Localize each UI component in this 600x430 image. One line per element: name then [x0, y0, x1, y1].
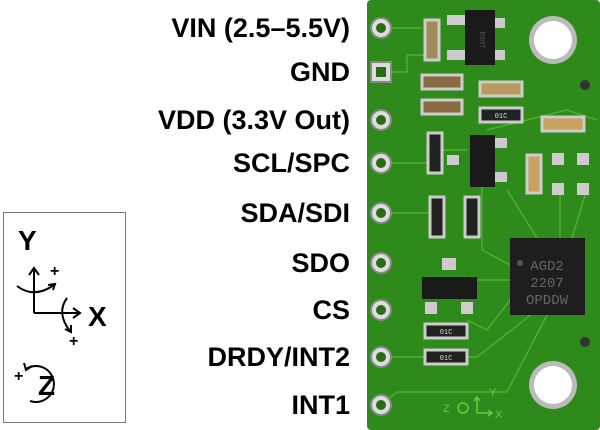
mounting-holes [529, 16, 590, 409]
x-plus-sign: + [69, 333, 79, 350]
regulator-chip: RX0T [447, 10, 505, 65]
header-pins [370, 17, 392, 416]
silk-y-label: Y [489, 387, 497, 399]
silk-x-label: X [495, 409, 503, 421]
chip-marking-line-3: OPDDW [526, 293, 569, 309]
x-axis-label: X [88, 301, 107, 332]
resistor-marking: 01C [440, 329, 453, 337]
pin-label-cs: CS [312, 295, 350, 325]
pin-label-scl: SCL/SPC [232, 148, 350, 178]
regulator-marking: RX0T [477, 32, 485, 49]
transistors [422, 135, 589, 314]
pin-label-vin: VIN (2.5–5.5V) [171, 13, 350, 43]
gyro-chip: AGD2 2207 OPDDW [510, 238, 585, 315]
pin-label-sda: SDA/SDI [240, 198, 350, 228]
silkscreen-axes: Z Y X [443, 387, 503, 421]
axis-arrows-icon [16, 266, 82, 403]
y-axis-label: Y [18, 225, 37, 256]
z-plus-sign: + [14, 368, 24, 385]
chip-marking-line-1: AGD2 [530, 259, 564, 275]
resistor-marking: 01C [495, 113, 508, 121]
resistor-marking: 01C [440, 355, 453, 363]
gyro-breakout-board: RX0T 01C 01C 01C AGD2 2207 OPDDW Z [367, 0, 600, 430]
pin-label-sdo: SDO [291, 248, 350, 278]
axis-orientation-legend: Y X Z + + + [3, 212, 126, 423]
silk-z-label: Z [443, 403, 450, 415]
pin-label-drdy: DRDY/INT2 [207, 342, 350, 372]
pin-label-vdd: VDD (3.3V Out) [157, 105, 350, 135]
chip-marking-line-2: 2207 [530, 276, 564, 292]
y-plus-sign: + [50, 263, 60, 280]
pin-label-gnd: GND [290, 57, 350, 87]
pin-label-int1: INT1 [291, 390, 350, 420]
capacitors [420, 18, 586, 195]
resistors: 01C 01C 01C [423, 106, 524, 366]
